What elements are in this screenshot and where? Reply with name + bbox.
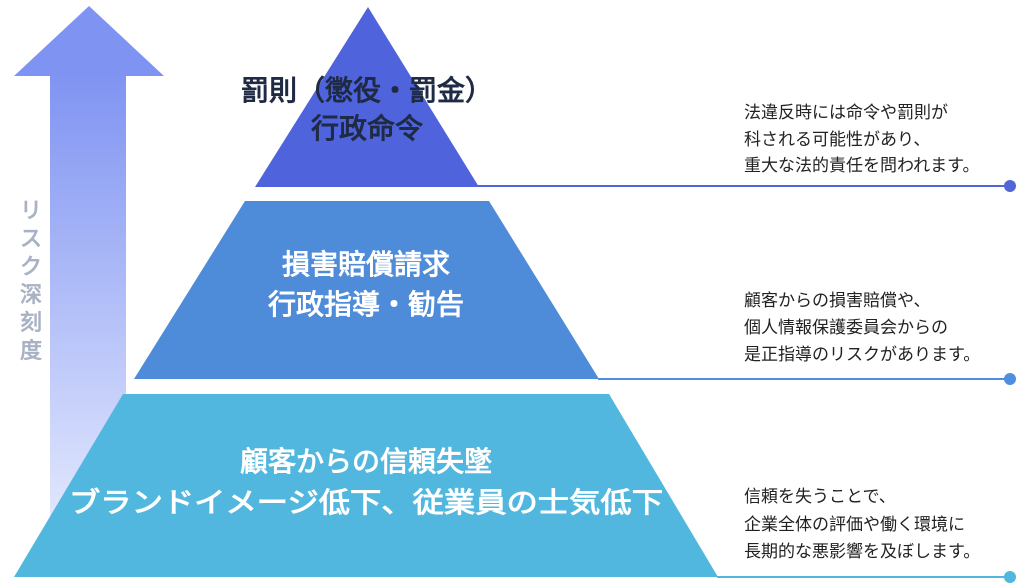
tier-middle-title-line-2: 行政指導・勧告	[267, 288, 464, 321]
top-description: 法違反時には命令や罰則が 科される可能性があり、 重大な法的責任を問われます。	[744, 103, 979, 176]
top-connector-dot	[1004, 180, 1016, 192]
tier-top-shape	[255, 7, 479, 187]
tier-bottom-labels: 顧客からの信頼失墜 ブランドイメージ低下、従業員の士気低下	[69, 445, 663, 519]
middle-description: 顧客からの損害賠償や、 個人情報保護委員会からの 是正指導のリスクがあります。	[744, 291, 980, 365]
middle-description-line-1: 顧客からの損害賠償や、	[744, 291, 931, 311]
middle-description-line-2: 個人情報保護委員会からの	[744, 318, 948, 338]
axis-label-char: ス	[20, 227, 42, 252]
axis-label-char: 度	[20, 338, 43, 364]
middle-description-line-3: 是正指導のリスクがあります。	[744, 345, 980, 365]
tier-top-title-line-1: 罰則（懲役・罰金）	[241, 74, 493, 107]
bottom-description-line-3: 長期的な悪影響を及ぼします。	[744, 542, 980, 562]
axis-label: リスク深刻度	[20, 199, 43, 364]
middle-connector-dot	[1004, 373, 1016, 385]
bottom-description: 信頼を失うことで、 企業全体の評価や働く環境に 長期的な悪影響を及ぼします。	[744, 487, 980, 562]
tier-bottom-title-line-1: 顧客からの信頼失墜	[240, 445, 492, 478]
bottom-description-line-2: 企業全体の評価や働く環境に	[744, 515, 965, 535]
bottom-connector-dot	[1004, 571, 1016, 583]
axis-label-char: 刻	[20, 310, 42, 336]
tier-middle-shape	[134, 201, 599, 379]
tier-middle-title-line-1: 損害賠償請求	[282, 248, 450, 281]
tier-top-labels: 罰則（懲役・罰金） 行政命令	[241, 74, 493, 145]
axis-label-char: ク	[20, 255, 42, 280]
tier-bottom-title-line-2: ブランドイメージ低下、従業員の士気低下	[69, 486, 663, 519]
tier-top-title-line-2: 行政命令	[310, 112, 424, 145]
top-description-line-3: 重大な法的責任を問われます。	[744, 156, 979, 176]
tier-bottom-shape	[14, 394, 718, 577]
bottom-description-line-1: 信頼を失うことで、	[744, 487, 896, 507]
connector-lines	[478, 180, 1016, 583]
top-description-line-1: 法違反時には命令や罰則が	[744, 103, 948, 123]
axis-label-char: リ	[20, 199, 42, 224]
axis-label-char: 深	[20, 283, 42, 308]
top-description-line-2: 科される可能性があり、	[744, 130, 930, 150]
tier-middle-labels: 損害賠償請求 行政指導・勧告	[267, 248, 464, 321]
